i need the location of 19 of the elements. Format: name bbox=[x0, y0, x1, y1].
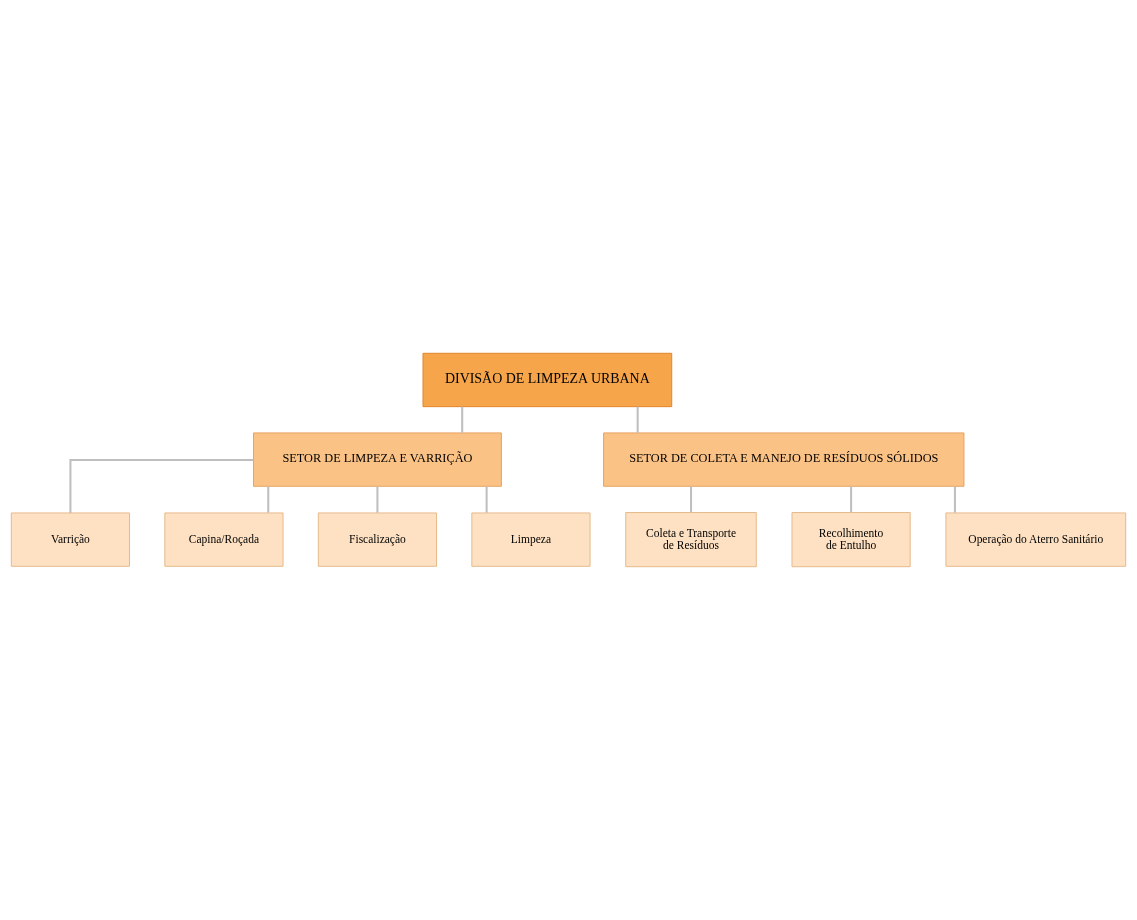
node-box: Capina/Roçada bbox=[164, 512, 284, 567]
node-box: Varrição bbox=[10, 512, 131, 567]
connector bbox=[376, 486, 379, 513]
node-box: DIVISÃO DE LIMPEZA URBANA bbox=[422, 352, 673, 408]
connector bbox=[267, 486, 270, 513]
node-box: Recolhimento de Entulho bbox=[791, 512, 911, 568]
node-box: Limpeza bbox=[471, 512, 591, 567]
node-box: SETOR DE COLETA E MANEJO DE RESÍDUOS SÓLIDOS bbox=[603, 432, 965, 487]
node-box: Coleta e Transporte de Resíduos bbox=[625, 512, 757, 568]
connector bbox=[461, 406, 464, 433]
connector bbox=[69, 458, 254, 513]
connector bbox=[485, 486, 488, 513]
connector bbox=[953, 486, 956, 513]
connector bbox=[850, 486, 853, 513]
node-box: SETOR DE LIMPEZA E VARRIÇÃO bbox=[253, 432, 502, 487]
connector bbox=[636, 406, 639, 433]
connector bbox=[690, 486, 693, 513]
node-box: Operação do Aterro Sanitário bbox=[945, 512, 1127, 567]
node-box: Fiscalização bbox=[317, 512, 438, 567]
